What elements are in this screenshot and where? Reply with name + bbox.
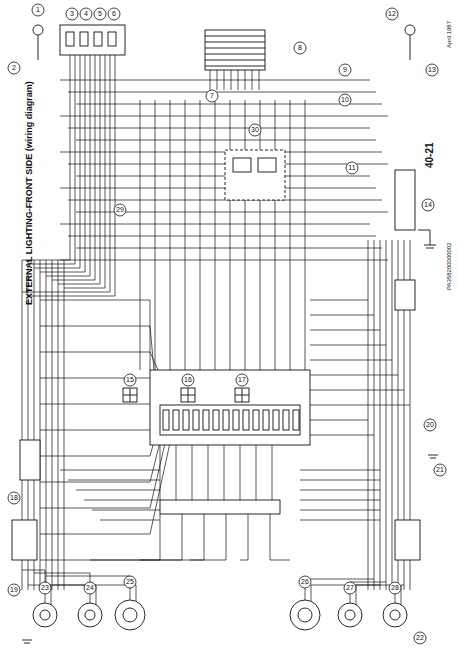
- callout-number: 21: [432, 465, 448, 475]
- callout-number: 7: [204, 91, 220, 101]
- callout-number: 11: [344, 163, 360, 173]
- callout-number: 19: [6, 585, 22, 595]
- callout-number: 20: [422, 420, 438, 430]
- date-note: April 1987: [446, 21, 452, 48]
- callout-number: 23: [37, 583, 53, 593]
- callout-number: 25: [122, 577, 138, 587]
- drawing-code: PA358200000002: [446, 242, 452, 290]
- callout-number: 4: [78, 9, 94, 19]
- callout-circles: [8, 4, 446, 644]
- callout-number: 2: [6, 63, 22, 73]
- callout-number: 30: [247, 125, 263, 135]
- page-number: 40-21: [424, 142, 435, 168]
- callout-number: 10: [337, 95, 353, 105]
- callout-number: 3: [64, 9, 80, 19]
- callout-number: 22: [412, 633, 428, 643]
- callout-number: 9: [337, 65, 353, 75]
- callout-number: 5: [92, 9, 108, 19]
- callout-number: 18: [6, 493, 22, 503]
- callout-number: 17: [234, 375, 250, 385]
- callout-number: 26: [297, 577, 313, 587]
- callout-number: 8: [292, 43, 308, 53]
- diagram-title: EXTERNAL LIGHTING-FRONT SIDE (wiring dia…: [24, 81, 34, 305]
- callout-number: 29: [112, 205, 128, 215]
- callout-number: 28: [387, 583, 403, 593]
- callout-number: 14: [420, 200, 436, 210]
- callout-number: 16: [180, 375, 196, 385]
- callout-number: 6: [106, 9, 122, 19]
- callout-number: 13: [424, 65, 440, 75]
- wire-bundle: [22, 55, 410, 605]
- callout-number: 1: [30, 5, 46, 15]
- callout-number: 15: [122, 375, 138, 385]
- callout-number: 12: [384, 9, 400, 19]
- callout-number: 24: [82, 583, 98, 593]
- callout-number: 27: [342, 583, 358, 593]
